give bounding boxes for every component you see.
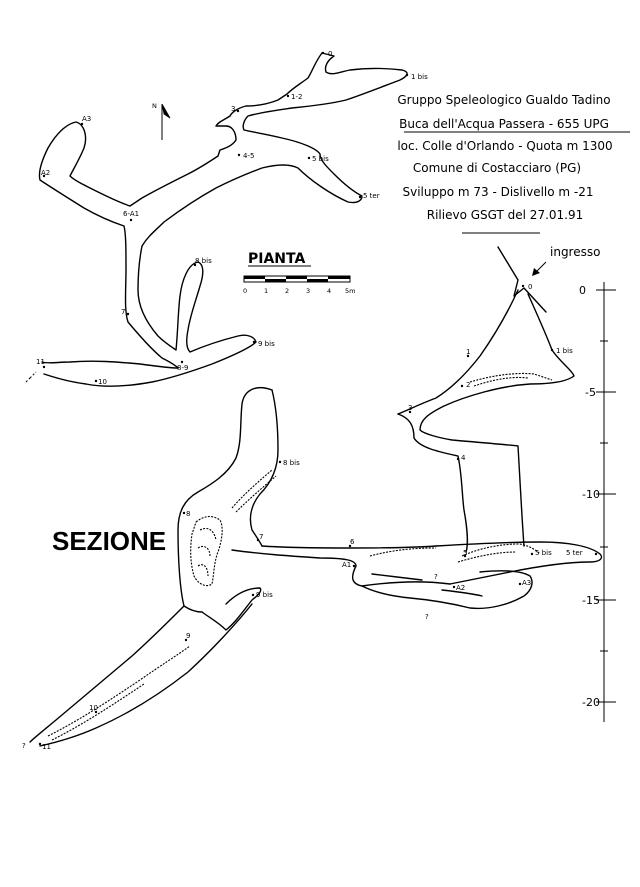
section-station-2: 2 [466,381,470,389]
scale-tick-4: 4 [327,287,331,295]
plan-station-11: 11 [36,358,45,366]
section-station-6: 6 [350,538,355,546]
section-station-5bis: 5 bis [535,549,552,557]
plan-station-10: 10 [98,378,107,386]
section-station-1bis: 1 bis [556,347,573,355]
north-label: N [152,102,157,110]
section-station-3: 3 [408,404,412,412]
section-rubble [47,372,553,741]
plan-title: PIANTA [248,251,305,267]
section-station-0: 0 [528,283,532,291]
depth-scale: 0 -5 -10 -15 -20 [579,282,616,722]
plan-station-8bis: 8 bis [195,257,212,265]
section-station-5: 5 [463,549,467,557]
survey-date-line: Rilievo GSGT del 27.01.91 [427,208,584,222]
section-unknown-3: ? [22,742,26,750]
plan-station-9bis: 9 bis [258,340,275,348]
section-station-5ter: 5 ter [566,549,583,557]
section-unknown-2: ? [425,613,429,621]
section-station-9: 9 [186,632,190,640]
plan-station-A2: A2 [41,169,50,177]
plan-passage-walls [25,52,408,387]
plan-station-3: 3 [231,105,235,113]
plan-station-6-A1: 6-A1 [123,210,139,218]
section-station-A1: A1 [342,561,351,569]
plan-station-0: 0 [328,50,332,58]
plan-view: N PIANTA 0 1 2 3 4 5m [25,50,428,387]
entrance-arrow-icon [532,261,547,276]
section-title: SEZIONE [52,526,166,556]
section-station-A3: A3 [522,579,531,587]
depth-tick-20: -20 [582,696,600,709]
scale-bar: 0 1 2 3 4 5m [243,275,355,295]
section-station-9bis: 9 bis [256,591,273,599]
section-passage-walls [29,246,603,747]
location-line: loc. Colle d'Orlando - Quota m 1300 [397,139,612,153]
development-depth-line: Sviluppo m 73 - Dislivello m -21 [402,185,593,199]
section-stations: 0 1 bis 1 2 3 4 8 bis 8 7 6 A1 5 5 bis [22,283,598,751]
section-unknown-1: ? [434,573,438,581]
plan-station-1bis: 1 bis [411,73,428,81]
section-station-4: 4 [461,454,466,462]
section-view: SEZIONE ingresso 0 -5 -10 -15 -20 [22,245,616,751]
plan-station-8-9: 8-9 [177,364,188,372]
depth-tick-0: 0 [579,284,586,297]
plan-station-7: 7 [121,308,125,316]
section-station-11: 11 [42,743,51,751]
section-station-8bis: 8 bis [283,459,300,467]
cave-name: Buca dell'Acqua Passera - 655 UPG [399,117,609,131]
group-name: Gruppo Speleologico Gualdo Tadino [397,93,610,107]
scale-tick-1: 1 [264,287,268,295]
section-station-7: 7 [259,533,263,541]
municipality-line: Comune di Costacciaro (PG) [413,161,581,175]
title-block: Gruppo Speleologico Gualdo Tadino Buca d… [397,93,630,234]
north-arrow-icon: N [152,102,171,140]
depth-tick-15: -15 [582,594,600,607]
plan-station-A3: A3 [82,115,91,123]
entrance-label: ingresso [550,245,600,259]
depth-tick-5: -5 [585,386,596,399]
plan-stations: 0 1 bis 1-2 3 4-5 5 bis 5 ter A3 A2 6-A1… [36,50,428,386]
scale-tick-0: 0 [243,287,247,295]
scale-tick-2: 2 [285,287,289,295]
plan-station-5ter: 5 ter [363,192,380,200]
scale-tick-3: 3 [306,287,310,295]
depth-tick-10: -10 [582,488,600,501]
plan-station-1-2: 1-2 [291,93,302,101]
plan-station-4-5: 4-5 [243,152,254,160]
scale-tick-5: 5m [345,287,355,295]
section-station-10: 10 [89,704,98,712]
plan-station-5bis: 5 bis [312,155,329,163]
section-station-8: 8 [186,510,190,518]
section-station-1: 1 [466,348,470,356]
section-station-A2: A2 [456,584,465,592]
